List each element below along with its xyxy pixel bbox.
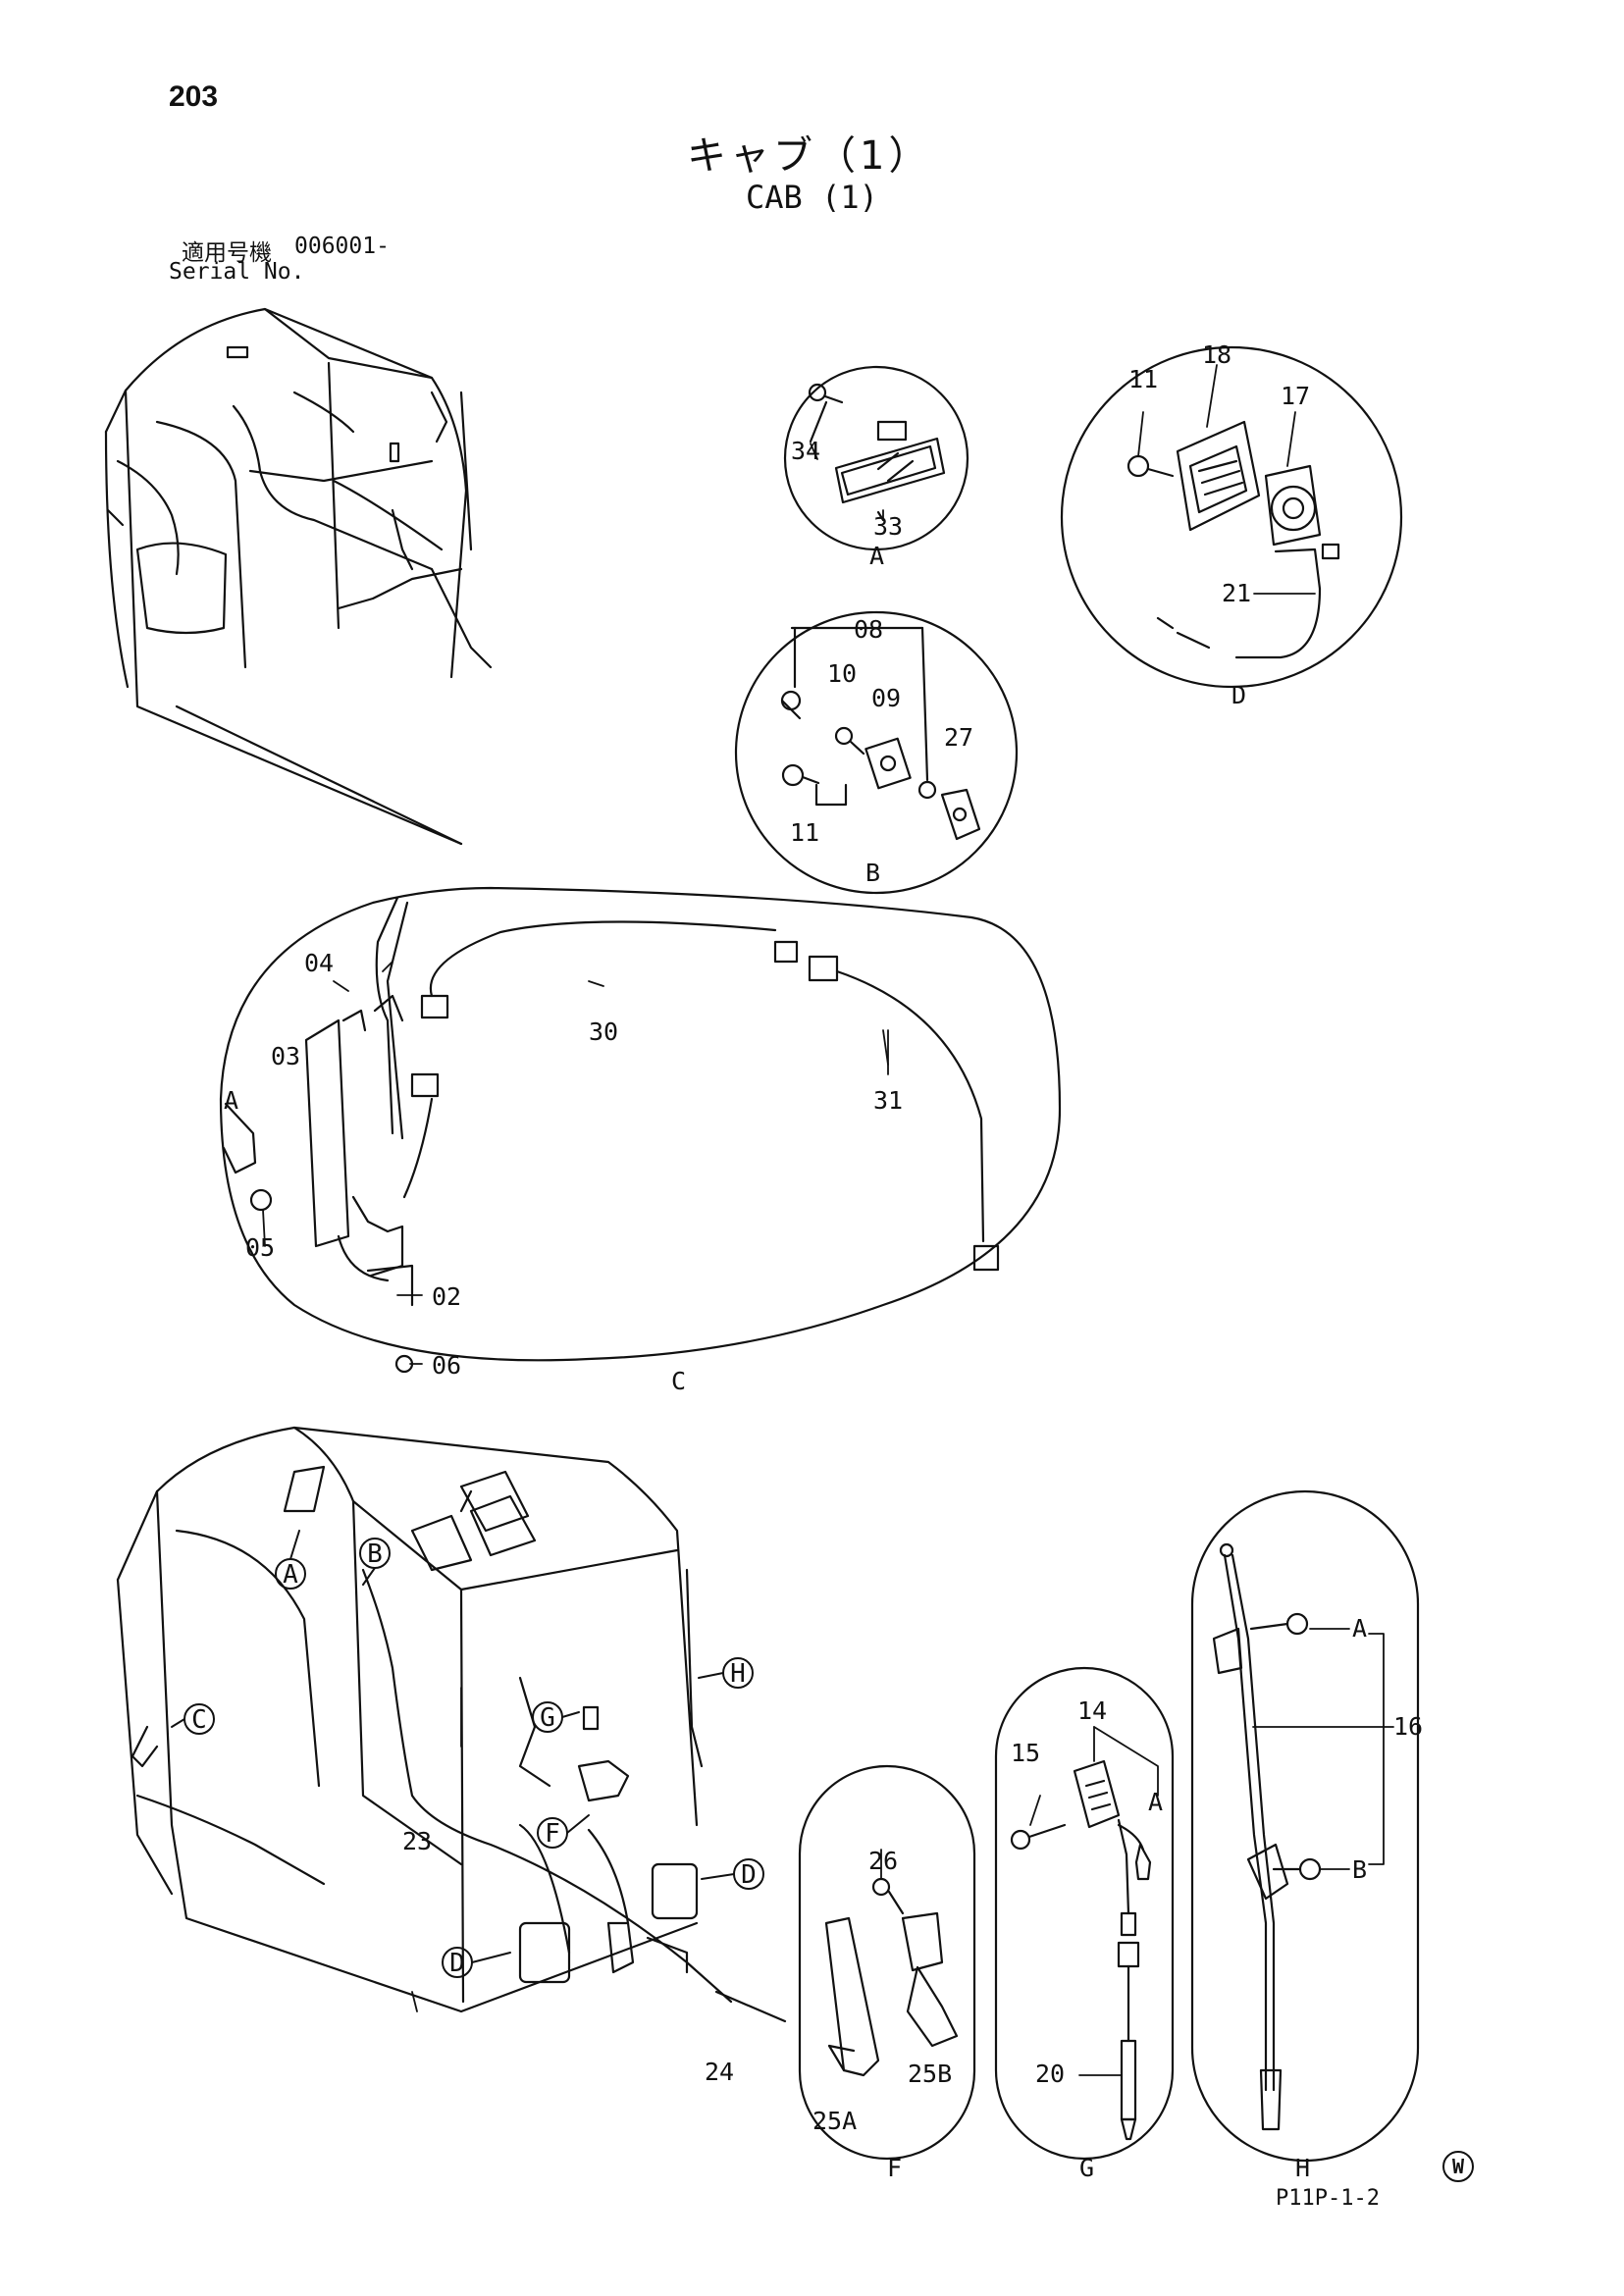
part-label: 14 [1077,1696,1107,1725]
leader-lines [262,364,1394,2076]
part-label: 11 [790,818,819,847]
part-label: B [1352,1855,1367,1884]
part-label: 05 [245,1233,275,1262]
part-label: 31 [873,1086,903,1115]
part-label: 33 [873,512,903,541]
part-label: 18 [1202,340,1231,369]
part-label: 24 [705,2058,734,2086]
part-label: 30 [589,1018,618,1046]
part-label: 16 [1393,1712,1423,1741]
part-label: 09 [871,684,901,712]
part-label: 26 [868,1847,898,1875]
detail-letter-f: F [887,2154,902,2182]
main-callout-d-right: D [741,1860,757,1890]
part-label: A [1148,1788,1163,1816]
detail-letter-b: B [865,859,880,887]
main-cab-callout-letters: A B C D D F G H [191,1539,757,1978]
detail-view-B [734,610,1019,895]
serial-number-value: 006001- [294,234,390,259]
detail-letter-c: C [671,1367,686,1395]
serial-label-japanese: 適用号機 [182,240,272,266]
part-label: 23 [402,1827,432,1855]
part-label: 25B [908,2060,952,2088]
detail-letter-d: D [1231,681,1246,709]
part-label: 15 [1011,1739,1040,1767]
part-label: A [1352,1614,1367,1643]
part-label: 11 [1128,365,1158,393]
main-callout-c: C [191,1705,207,1735]
main-callout-g: G [540,1703,555,1733]
part-label: 04 [304,949,334,977]
plate-code: P11P-1-2 [1276,2186,1380,2211]
detail-view-H [1190,1489,1420,2163]
part-label: 34 [791,437,820,465]
serial-label-english: Serial No. [169,259,305,285]
main-callout-h: H [730,1659,746,1689]
part-label: 03 [271,1042,300,1070]
main-callout-a: A [283,1560,298,1590]
detail-view-G [994,1666,1175,2161]
detail-letter-g: G [1079,2154,1094,2182]
detail-view-D [1060,345,1403,689]
part-number-labels: 34 33 A 08 10 09 27 11 B 11 18 17 21 D 0… [224,340,1423,2182]
part-label: 08 [854,615,883,644]
title-japanese: キャブ（1） [687,133,932,179]
part-label: 10 [827,659,857,688]
detail-view-F [798,1764,976,2161]
detail-letter-h: H [1295,2154,1310,2182]
main-cab-drawing [116,1426,787,2023]
main-callout-f: F [545,1819,560,1849]
overview-cab-drawing [104,307,493,846]
main-callout-b: B [367,1539,383,1569]
detail-letter-a: A [869,542,884,570]
detail-view-C [219,886,1062,1374]
part-label: 17 [1281,382,1310,410]
main-callout-d-left: D [449,1949,465,1978]
part-label: A [224,1086,238,1115]
title-english: CAB (1) [746,179,878,216]
part-label: 06 [432,1351,461,1380]
main-cab-callouts [171,1530,764,1978]
part-label: 27 [944,723,973,752]
page-number: 203 [169,80,219,113]
part-label: 02 [432,1282,461,1311]
watermark-symbol: W [1442,2151,1474,2182]
part-label: 20 [1035,2060,1065,2088]
part-label: 25A [812,2107,857,2135]
part-label: 21 [1222,579,1251,607]
